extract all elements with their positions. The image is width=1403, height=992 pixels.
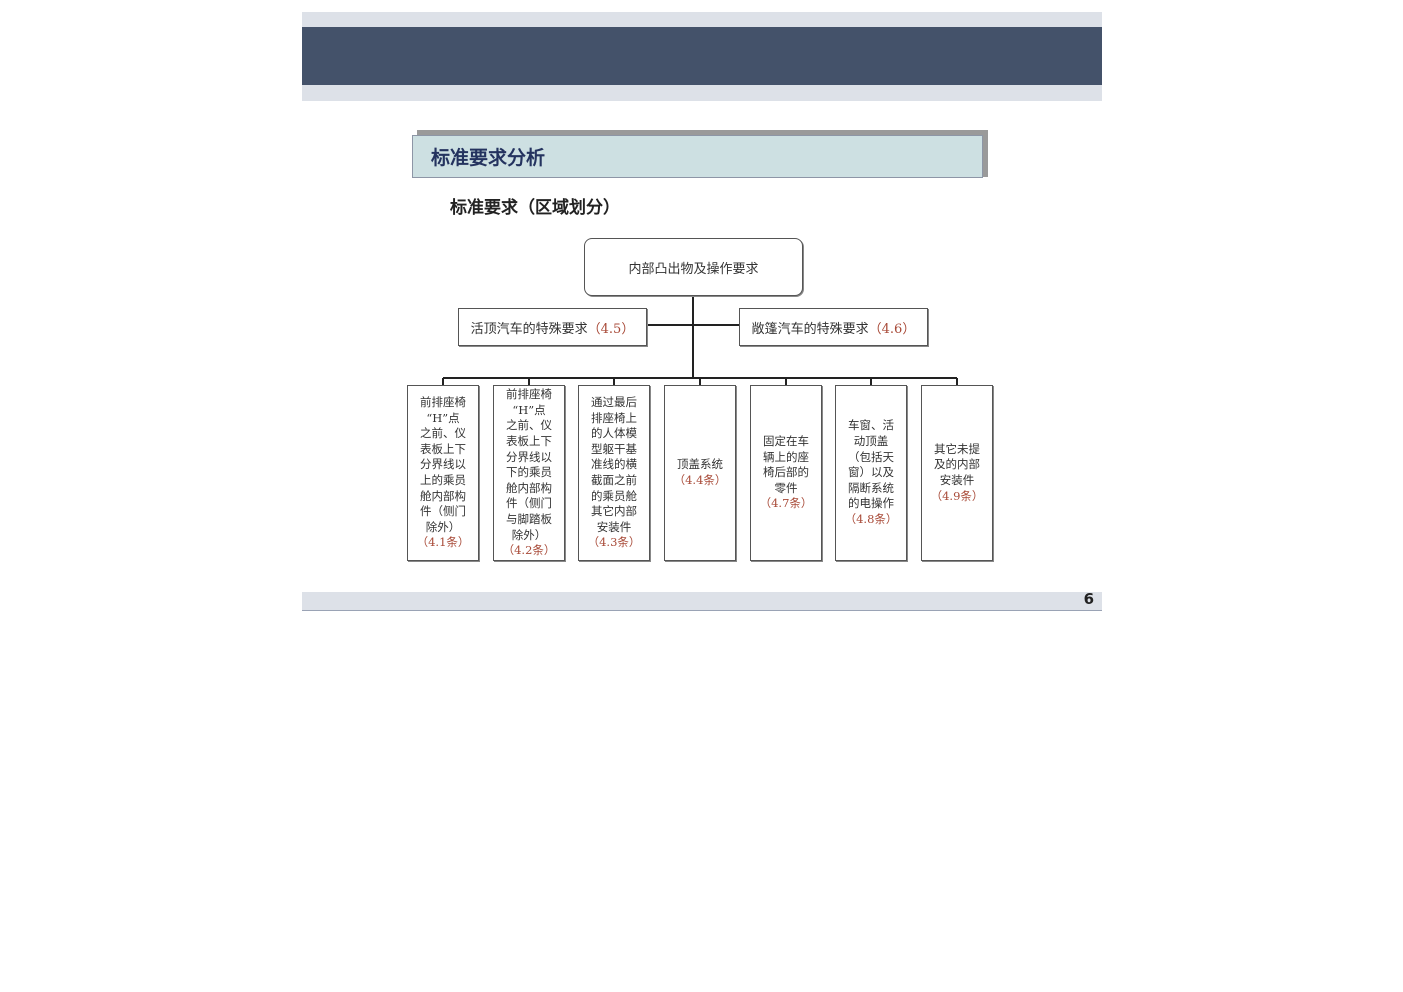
leaf-node-text: 其它未提 及的内部 安装件 — [934, 441, 980, 487]
root-node-label: 内部凸出物及操作要求 — [628, 261, 759, 277]
leaf-node-4-9: 其它未提 及的内部 安装件 （4.9条） — [921, 385, 993, 561]
header-band-light-top — [302, 12, 1102, 27]
slide-title: 标准要求分析 — [412, 135, 983, 178]
leaf-node-text: 固定在车 辆上的座 椅后部的 零件 — [763, 434, 809, 495]
header-band — [302, 27, 1102, 85]
leaf-node-text: 前排座椅 “H”点 之前、仪 表板上下 分界线以 下的乘员 舱内部构 件（侧门 … — [506, 387, 552, 542]
leaf-node-ref: （4.3条） — [587, 535, 641, 550]
leaf-node-text: 顶盖系统 — [677, 457, 723, 472]
side-node-left-ref: （4.5） — [587, 321, 635, 337]
leaf-node-4-3: 通过最后 排座椅上 的人体模 型躯干基 准线的横 截面之前 的乘员舱 其它内部 … — [578, 385, 650, 561]
page-number: 6 — [1083, 590, 1094, 608]
slide-subtitle: 标准要求（区域划分） — [450, 198, 620, 218]
leaf-node-ref: （4.8条） — [844, 511, 898, 526]
header-band-light-bottom — [302, 85, 1102, 101]
leaf-node-ref: （4.7条） — [759, 496, 813, 511]
leaf-node-4-1: 前排座椅 “H”点 之前、仪 表板上下 分界线以 上的乘员 舱内部构 件（侧门 … — [407, 385, 479, 561]
root-node: 内部凸出物及操作要求 — [584, 238, 803, 296]
side-node-left-label: 活顶汽车的特殊要求 — [470, 321, 588, 337]
leaf-node-ref: （4.9条） — [930, 488, 984, 503]
leaf-node-text: 通过最后 排座椅上 的人体模 型躯干基 准线的横 截面之前 的乘员舱 其它内部 … — [591, 395, 637, 534]
leaf-node-text: 车窗、活 动顶盖 （包括天 窗）以及 隔断系统 的电操作 — [848, 418, 894, 511]
leaf-node-4-4: 顶盖系统 （4.4条） — [664, 385, 736, 561]
leaf-node-ref: （4.1条） — [416, 535, 470, 550]
footer-band — [302, 592, 1102, 611]
side-node-right-ref: （4.6） — [868, 321, 916, 337]
side-node-left: 活顶汽车的特殊要求（4.5） — [458, 308, 647, 346]
leaf-node-4-8: 车窗、活 动顶盖 （包括天 窗）以及 隔断系统 的电操作 （4.8条） — [835, 385, 907, 561]
leaf-node-4-2: 前排座椅 “H”点 之前、仪 表板上下 分界线以 下的乘员 舱内部构 件（侧门 … — [493, 385, 565, 561]
leaf-node-text: 前排座椅 “H”点 之前、仪 表板上下 分界线以 上的乘员 舱内部构 件（侧门 … — [420, 395, 466, 534]
leaf-node-ref: （4.4条） — [673, 473, 727, 487]
side-node-right: 敞篷汽车的特殊要求（4.6） — [739, 308, 928, 346]
leaf-node-4-7: 固定在车 辆上的座 椅后部的 零件 （4.7条） — [750, 385, 822, 561]
leaf-node-ref: （4.2条） — [502, 543, 556, 558]
slide-title-text: 标准要求分析 — [431, 147, 546, 169]
side-node-right-label: 敞篷汽车的特殊要求 — [751, 321, 869, 337]
